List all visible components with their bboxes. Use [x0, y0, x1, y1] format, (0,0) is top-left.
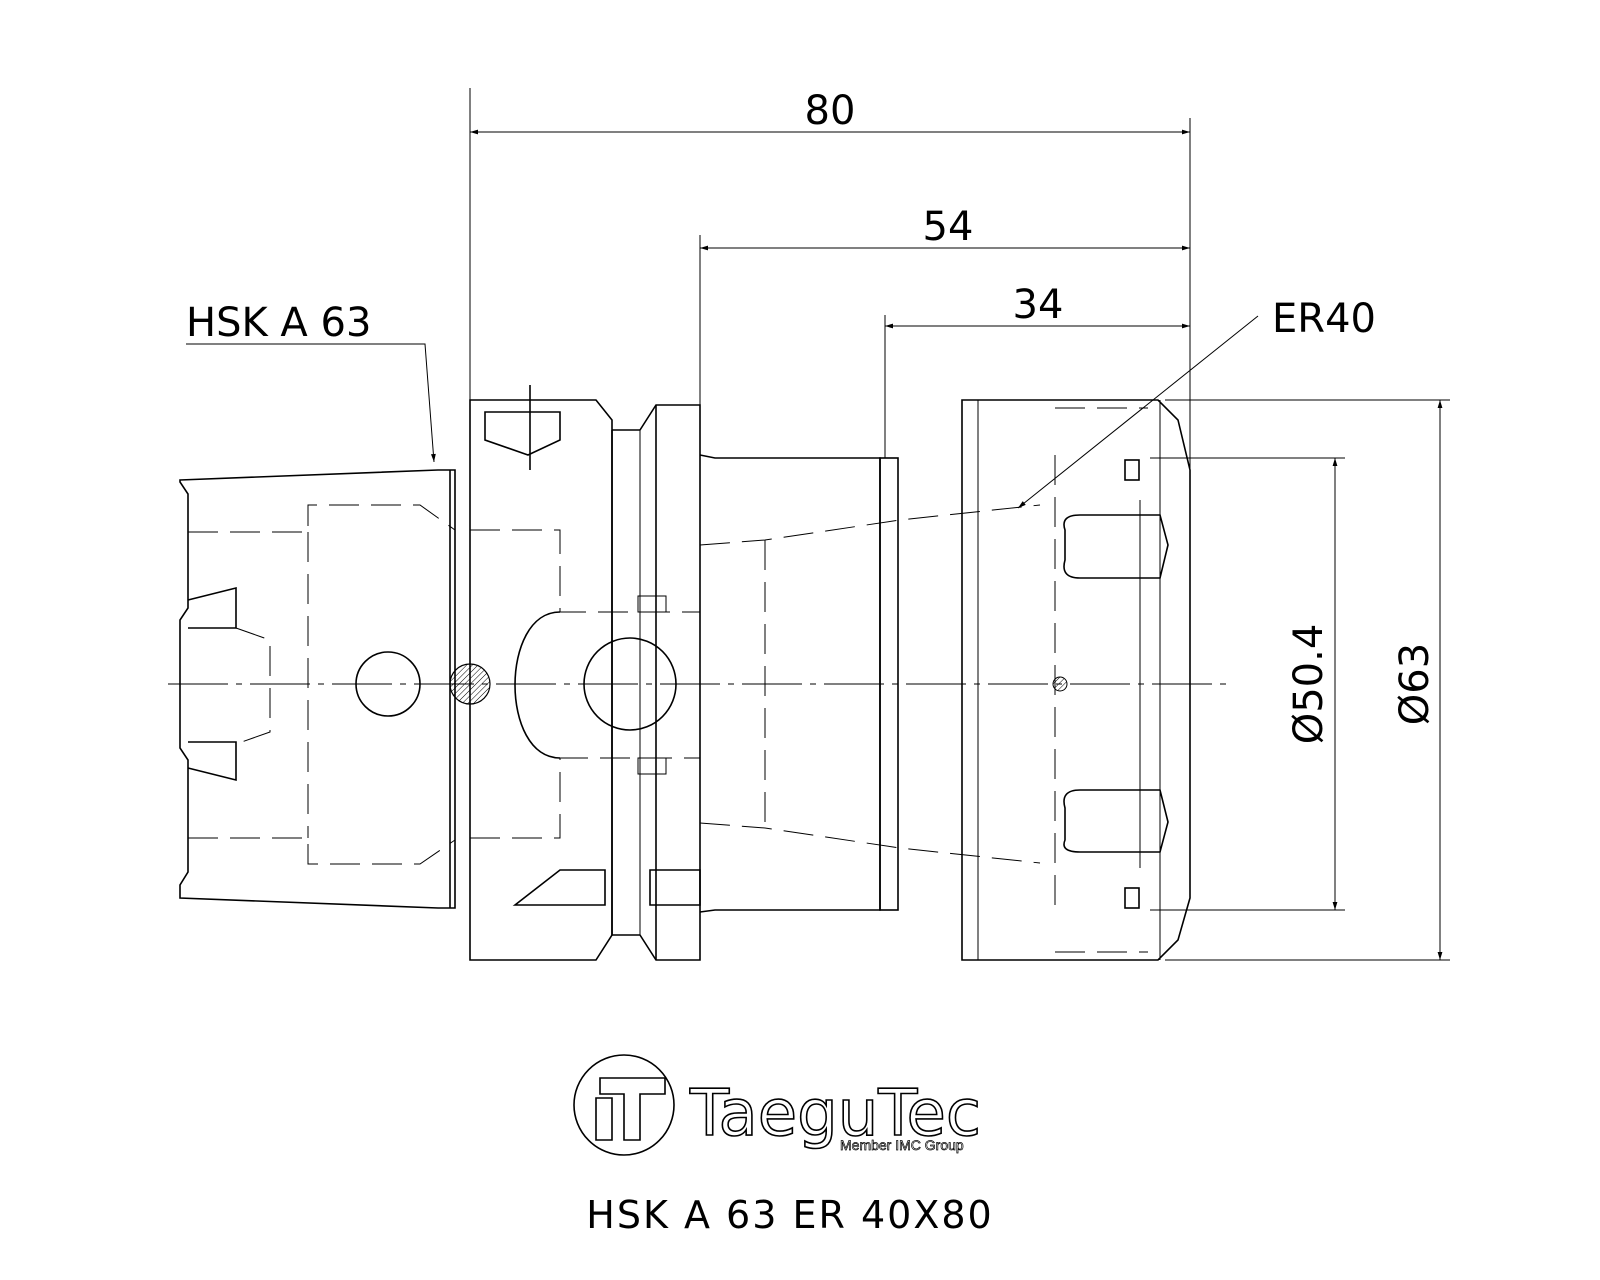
- dim-body-length: 54: [923, 204, 974, 250]
- dim-nut-length: 34: [1013, 282, 1064, 328]
- product-designation: HSK A 63 ER 40X80: [586, 1193, 993, 1237]
- body-flange: [469, 385, 1041, 961]
- callout-shank-type: HSK A 63: [186, 300, 371, 346]
- extension-lines: [469, 88, 1450, 961]
- leader-line-er40: [1017, 315, 1259, 509]
- dimension-lines: [470, 129, 1443, 960]
- leader-line-hsk: [186, 343, 436, 463]
- hsk-shank: [179, 469, 491, 909]
- taegutec-logo: TaeguTec Member IMC Group: [573, 1054, 982, 1156]
- collet-nut: [879, 399, 1191, 961]
- logo-brand: TaeguTec: [689, 1077, 981, 1151]
- logo-tagline: Member IMC Group: [840, 1137, 964, 1153]
- dim-nut-inner-diameter: Ø50.4: [1286, 624, 1332, 745]
- dim-overall-length: 80: [805, 88, 856, 134]
- callout-collet-type: ER40: [1272, 296, 1376, 342]
- dim-nut-outer-diameter: Ø63: [1392, 643, 1438, 725]
